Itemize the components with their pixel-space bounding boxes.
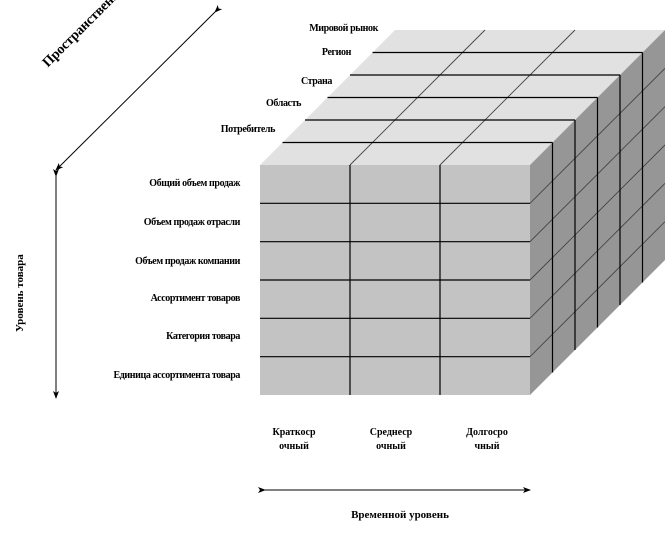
product-level-label: Объем продаж отрасли: [143, 217, 241, 228]
time-level-label: Долгосро чный: [452, 426, 522, 454]
spatial-level-label: Мировой рынок: [309, 23, 378, 34]
time-level-label: Краткоср очный: [259, 426, 329, 454]
time-level-line1: Краткоср: [272, 427, 316, 438]
cube-grid: [260, 29, 665, 395]
time-level-label: Среднеср очный: [356, 426, 426, 454]
time-level-line1: Долгосро: [466, 427, 508, 438]
spatial-level-label: Страна: [300, 76, 332, 87]
product-level-label: Единица ассортимента товара: [113, 370, 241, 381]
product-level-label: Ассортимент товаров: [150, 293, 241, 304]
time-level-line1: Среднеср: [369, 427, 413, 438]
spatial-level-label: Область: [266, 98, 301, 109]
spatial-level-label: Потребитель: [220, 124, 276, 135]
spatial-axis-arrow: [55, 4, 223, 171]
spatial-level-label: Регион: [321, 47, 351, 58]
time-axis-label: Временной уровень: [351, 509, 449, 521]
time-level-line2: очный: [279, 441, 309, 452]
time-level-line2: очный: [376, 441, 406, 452]
product-level-label: Общий объем продаж: [149, 178, 240, 189]
product-axis-label: Уровень товара: [14, 254, 26, 332]
product-level-label: Объем продаж компании: [135, 256, 240, 267]
product-level-label: Категория товара: [166, 331, 240, 342]
time-level-line2: чный: [474, 441, 500, 452]
